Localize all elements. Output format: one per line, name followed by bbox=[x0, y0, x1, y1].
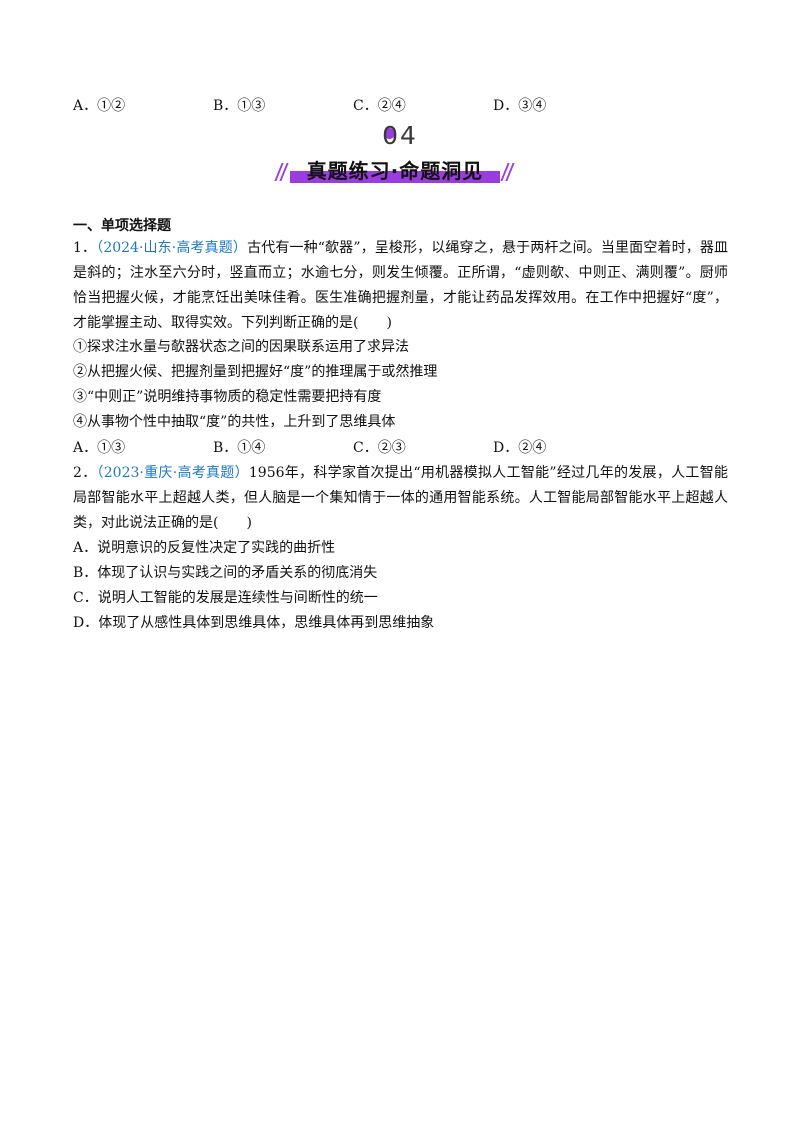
q1-option-b: B．①④ bbox=[213, 440, 266, 456]
question-1-stem: 1．（2024·山东·高考真题）古代有一种“欹器”，呈梭形，以绳穿之，悬于两杆之… bbox=[73, 240, 728, 331]
question-1-source: （2024·山东·高考真题） bbox=[96, 240, 248, 256]
part-title: 一、单项选择题 bbox=[73, 218, 171, 234]
section-dot-decoration bbox=[384, 128, 395, 139]
banner-highlight-bar bbox=[290, 171, 500, 183]
prev-option-b: B．①③ bbox=[213, 98, 266, 114]
q2-option-b: B．体现了认识与实践之间的矛盾关系的彻底消失 bbox=[73, 565, 378, 581]
q1-statement-4: ④从事物个性中抽取“度”的共性，上升到了思维具体 bbox=[73, 414, 396, 430]
prev-option-c: C．②④ bbox=[353, 98, 406, 114]
q2-option-d: D．体现了从感性具体到思维具体，思维具体再到思维抽象 bbox=[73, 615, 435, 631]
section-banner: 真题练习·命题洞见 bbox=[274, 155, 515, 185]
prev-option-a: A．①② bbox=[73, 98, 126, 114]
prev-option-d: D．③④ bbox=[493, 98, 547, 114]
banner-title: 真题练习·命题洞见 bbox=[306, 159, 484, 183]
q1-option-d: D．②④ bbox=[493, 440, 547, 456]
question-2-stem: 2．（2023·重庆·高考真题）1956年，科学家首次提出“用机器模拟人工智能”… bbox=[73, 465, 728, 531]
q1-option-a: A．①③ bbox=[73, 440, 126, 456]
q1-statement-3: ③“中则正”说明维持事物质的稳定性需要把持有度 bbox=[73, 389, 382, 405]
q1-statement-2: ②从把握火候、把握剂量到把握好“度”的推理属于或然推理 bbox=[73, 364, 438, 380]
q1-statement-1: ①探求注水量与欹器状态之间的因果联系运用了求异法 bbox=[73, 339, 409, 355]
q2-option-a: A．说明意识的反复性决定了实践的曲折性 bbox=[73, 540, 336, 556]
q1-option-c: C．②③ bbox=[353, 440, 406, 456]
section-number: 04 bbox=[382, 121, 418, 150]
question-2-source: （2023·重庆·高考真题） bbox=[96, 465, 249, 481]
q2-option-c: C．说明人工智能的发展是连续性与间断性的统一 bbox=[73, 590, 378, 606]
